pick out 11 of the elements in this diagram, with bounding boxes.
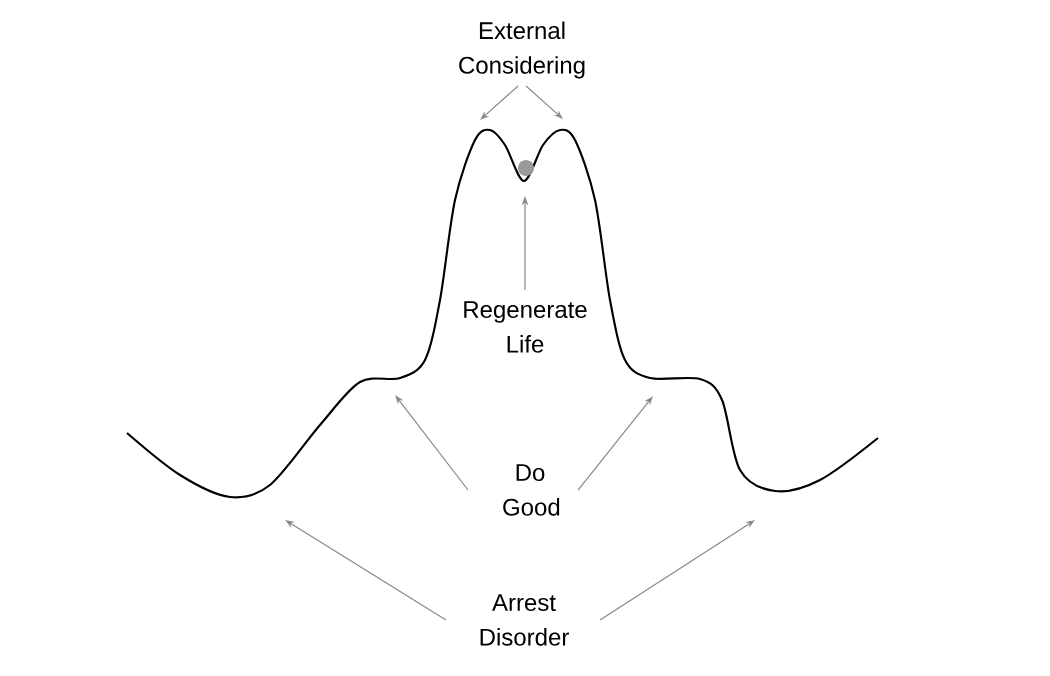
arrow — [395, 395, 469, 491]
text-label: Arrest Disorder — [480, 594, 569, 646]
arrow — [285, 520, 447, 621]
text-label: External Considering — [459, 21, 585, 79]
arrow — [480, 85, 519, 120]
text-label: Regenerate Life — [464, 301, 587, 353]
arrow — [525, 85, 563, 119]
arrow — [599, 520, 755, 621]
text-label: Do Good — [503, 464, 560, 516]
ball — [518, 160, 534, 176]
arrow — [577, 396, 653, 491]
